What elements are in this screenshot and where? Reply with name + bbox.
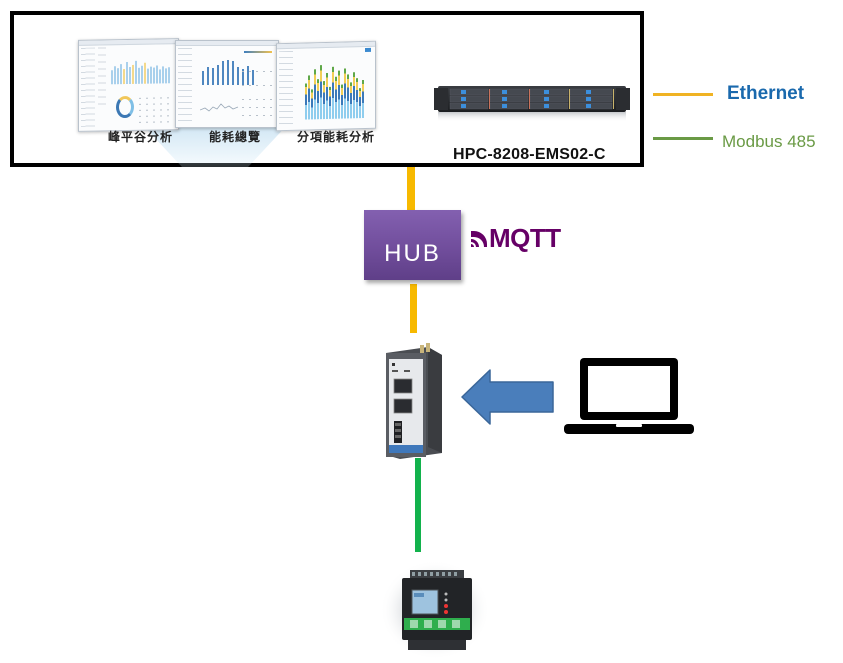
ethernet-wire-server-hub <box>407 167 415 210</box>
mqtt-label: MQTT <box>489 223 561 253</box>
mqtt-signal-icon <box>471 230 487 247</box>
mqtt-logo: MQTT <box>469 223 561 254</box>
left-arrow-icon <box>461 369 554 425</box>
dashboard-screenshot-itemized-analysis <box>276 40 376 132</box>
mini-stacked-bar-chart <box>305 60 364 120</box>
dashboard-caption-itemized-analysis: 分項能耗分析 <box>297 130 376 144</box>
legend-modbus-label: Modbus 485 <box>722 132 816 151</box>
server-model-label: HPC-8208-EMS02-C <box>453 146 606 163</box>
dashboard-caption-peak-valley: 峰平谷分析 <box>108 130 174 144</box>
legend-ethernet-line <box>653 93 713 96</box>
mini-bar-chart <box>111 59 170 85</box>
hub-label: HUB <box>384 240 441 267</box>
rack-server-icon <box>434 86 630 122</box>
power-meter-icon <box>380 560 490 660</box>
hub-node: HUB <box>364 210 461 280</box>
legend-ethernet-label: Ethernet <box>727 83 805 104</box>
mini-donut-chart <box>116 95 134 119</box>
mini-line-chart <box>200 103 239 112</box>
din-rail-gateway-icon <box>386 343 442 459</box>
dashboard-screenshot-peak-valley <box>78 38 179 132</box>
dashboard-caption-energy-overview: 能耗總覽 <box>209 130 262 144</box>
ethernet-wire-hub-gateway <box>410 284 417 333</box>
legend-modbus-line <box>653 137 713 140</box>
modbus-wire-gateway-meter <box>415 458 421 552</box>
laptop-icon <box>564 358 694 434</box>
mini-bar-chart <box>202 59 254 85</box>
dashboard-screenshot-energy-overview <box>175 40 279 128</box>
